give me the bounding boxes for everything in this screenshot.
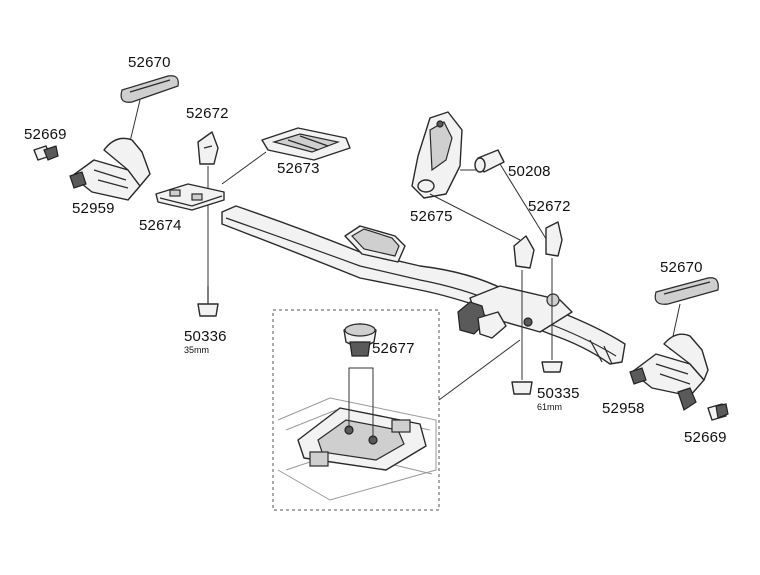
main-bar — [221, 205, 626, 365]
label-50336-length: 35mm — [184, 345, 210, 355]
strap-52670-left — [120, 75, 179, 103]
bar-knob — [457, 301, 507, 339]
clip-52669-right — [707, 403, 729, 421]
label-52673: 52673 — [277, 160, 320, 177]
label-52959: 52959 — [72, 200, 115, 217]
clamp-52672-right-b — [545, 221, 563, 257]
wheel-holder-52959 — [69, 137, 151, 201]
pad-frame-52673 — [261, 127, 351, 161]
label-52675: 52675 — [410, 208, 453, 225]
label-52670-left: 52670 — [128, 54, 171, 71]
label-52958: 52958 — [602, 400, 645, 417]
bolt-50336 — [197, 286, 219, 317]
label-50336: 50336 — [184, 328, 227, 345]
bolt-50335-b — [541, 361, 563, 373]
tube-50208 — [474, 149, 505, 173]
clamp-52672-right-a — [513, 235, 535, 269]
label-52674: 52674 — [139, 217, 182, 234]
strap-52670-right — [654, 277, 719, 305]
label-52670-right: 52670 — [660, 259, 703, 276]
label-52672-right: 52672 — [528, 198, 571, 215]
clip-52669-left — [33, 145, 59, 161]
label-50208: 50208 — [508, 163, 551, 180]
label-52672-top: 52672 — [186, 105, 229, 122]
label-52669-left: 52669 — [24, 126, 67, 143]
base-plate-52674 — [155, 183, 225, 211]
bar-strap-holder — [344, 225, 406, 263]
label-52677: 52677 — [372, 340, 415, 357]
bolt-50335-a — [511, 381, 533, 395]
detail-inset — [272, 309, 521, 511]
wheel-holder-52958 — [629, 333, 709, 411]
label-50335: 50335 — [537, 385, 580, 402]
label-50335-length: 61mm — [537, 402, 563, 412]
clamp-52672-top — [197, 131, 219, 165]
label-52669-right: 52669 — [684, 429, 727, 446]
frame-holder-52675 — [411, 111, 463, 199]
